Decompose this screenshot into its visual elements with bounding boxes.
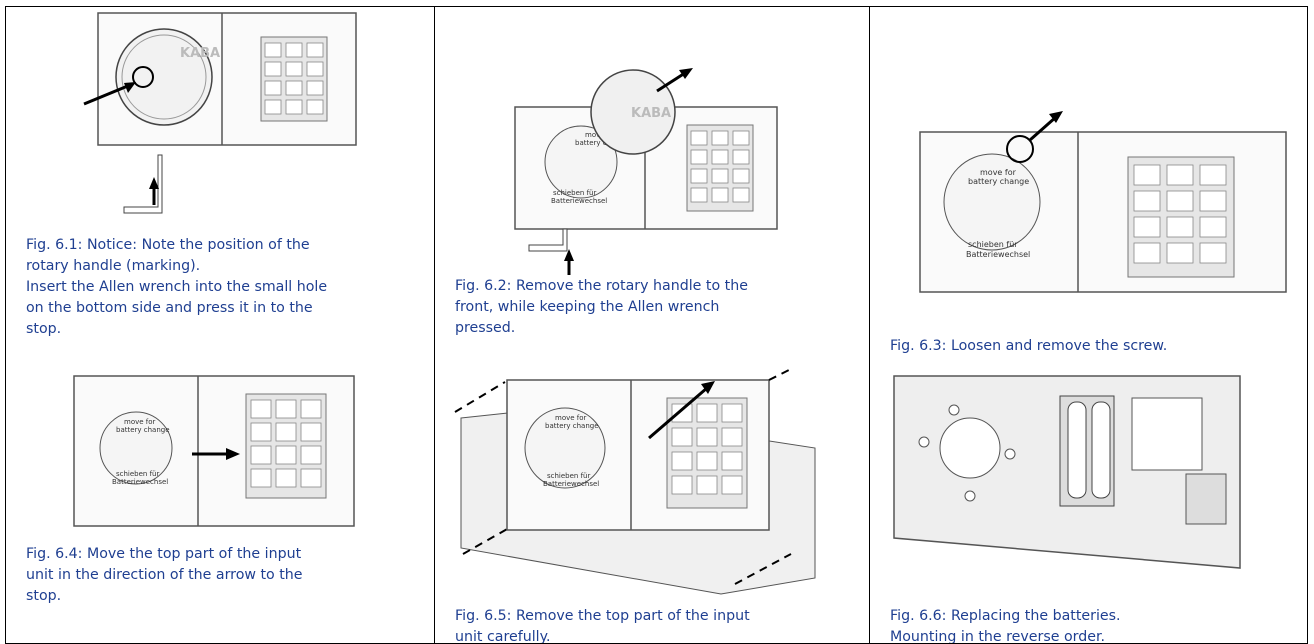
caption-6-4: Fig. 6.4: Move the top part of the input… — [26, 544, 428, 607]
keypad-6-1 — [260, 36, 328, 122]
battery-label: battery change — [968, 177, 1029, 186]
caption-6-3: Fig. 6.3: Loosen and remove the screw. — [890, 336, 1301, 357]
move-label: move for — [124, 418, 156, 426]
caption-line: unit in the direction of the arrow to th… — [26, 567, 303, 583]
caption-line: Mounting in the reverse order. — [890, 629, 1106, 644]
caption-line: Fig. 6.3: Loosen and remove the screw. — [890, 338, 1168, 354]
figure-cell-6-5: move for battery change schieben für Bat… — [435, 358, 870, 644]
move-label: move for — [555, 414, 587, 422]
caption-line: Fig. 6.4: Move the top part of the input — [26, 546, 302, 562]
illustration-6-6 — [893, 375, 1241, 569]
rotary-handle — [590, 69, 676, 155]
caption-6-2: Fig. 6.2: Remove the rotary handle to th… — [455, 276, 863, 339]
illustration-6-5: move for battery change schieben für Bat… — [454, 367, 816, 595]
figure-cell-6-1: KABA Fig. 6.1: Notice: Note the position… — [5, 6, 435, 358]
move-label: move for — [980, 168, 1017, 177]
caption-6-5: Fig. 6.5: Remove the top part of the inp… — [455, 606, 863, 644]
figure-cell-6-3: move for battery change schieben für Bat… — [870, 6, 1308, 358]
figure-cell-6-6: Fig. 6.6: Replacing the batteries. Mount… — [870, 358, 1308, 644]
figure-grid: KABA Fig. 6.1: Notice: Note the position… — [5, 6, 1308, 644]
rotary-handle — [115, 28, 213, 126]
caption-line: Fig. 6.5: Remove the top part of the inp… — [455, 608, 750, 624]
batteriewechsel-label: Batteriewechsel — [112, 478, 168, 486]
schieben-label: schieben für — [547, 472, 590, 480]
figure-cell-6-2: move for battery change schieben für Bat… — [435, 6, 870, 358]
caption-line: rotary handle (marking). — [26, 258, 201, 274]
battery-label: battery change — [575, 139, 629, 147]
caption-line: Fig. 6.2: Remove the rotary handle to th… — [455, 278, 748, 294]
caption-line: unit carefully. — [455, 629, 551, 644]
schieben-label: schieben für — [116, 470, 159, 478]
battery-pack — [1059, 395, 1115, 507]
caption-6-6: Fig. 6.6: Replacing the batteries. Mount… — [890, 606, 1301, 644]
batteriewechsel-label: Batteriewechsel — [543, 480, 599, 488]
caption-line: on the bottom side and press it in to th… — [26, 300, 313, 316]
illustration-6-4: move for battery change schieben für Bat… — [73, 375, 355, 527]
schieben-label: schieben für — [968, 240, 1018, 249]
illustration-6-1: KABA — [83, 12, 357, 214]
batteriewechsel-label: Batteriewechsel — [551, 197, 607, 205]
caption-line: stop. — [26, 321, 62, 337]
brand-text: KABA — [631, 106, 671, 121]
battery-label: battery change — [116, 426, 170, 434]
caption-line: Fig. 6.1: Notice: Note the position of t… — [26, 237, 310, 253]
marking-circle — [132, 66, 154, 88]
caption-line: front, while keeping the Allen wrench — [455, 299, 720, 315]
figure-cell-6-4: move for battery change schieben für Bat… — [5, 358, 435, 644]
caption-line: stop. — [26, 588, 62, 604]
caption-6-1: Fig. 6.1: Notice: Note the position of t… — [26, 235, 428, 340]
battery-label: battery change — [545, 422, 599, 430]
batteriewechsel-label: Batteriewechsel — [966, 250, 1030, 259]
illustration-6-3: move for battery change schieben für Bat… — [919, 111, 1287, 293]
brand-text: KABA — [180, 46, 220, 61]
schieben-label: schieben für — [553, 189, 596, 197]
caption-line: Insert the Allen wrench into the small h… — [26, 279, 328, 295]
caption-line: Fig. 6.6: Replacing the batteries. — [890, 608, 1121, 624]
screw-marking — [1006, 135, 1034, 163]
caption-line: pressed. — [455, 320, 516, 336]
illustration-6-2: move for battery change schieben für Bat… — [514, 68, 778, 275]
